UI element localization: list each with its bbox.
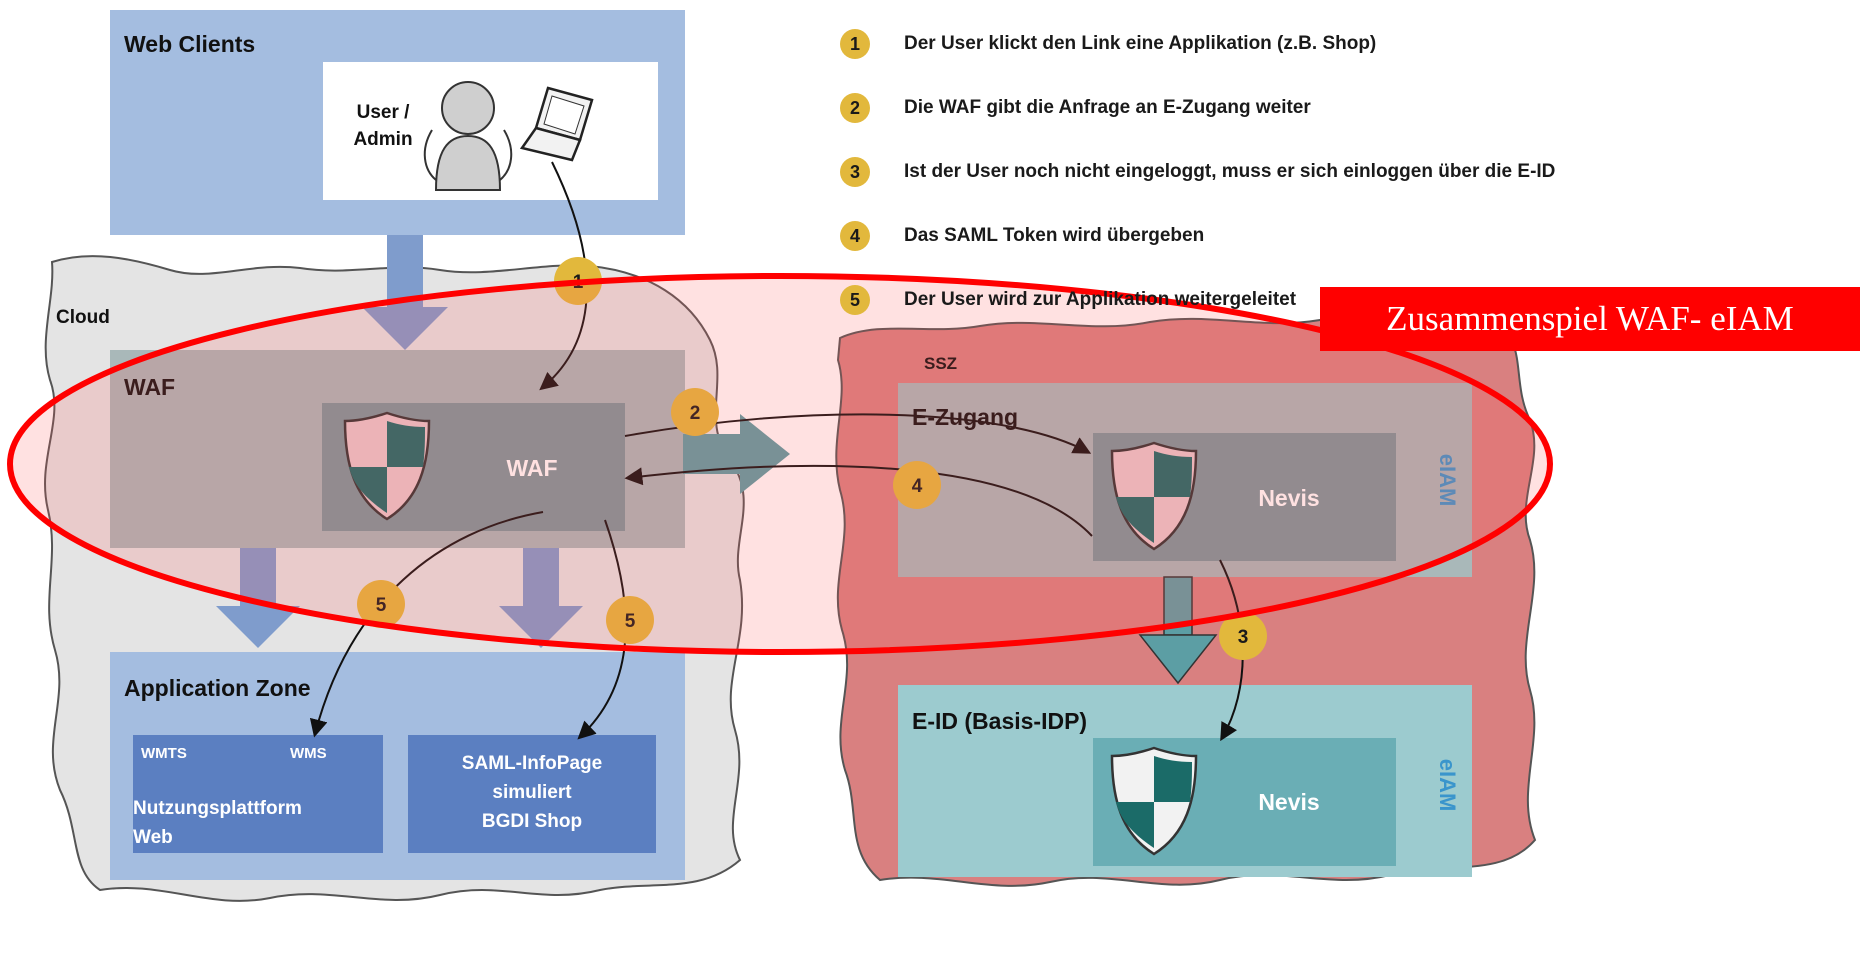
- eiam-top-label: eIAM: [1435, 454, 1460, 507]
- web-clients-label: Web Clients: [124, 31, 255, 57]
- saml-infopage-box: [408, 735, 656, 853]
- badge-5b: 5: [606, 596, 654, 644]
- laptop-icon: [519, 86, 594, 162]
- nevis-bottom-shield-icon: [1110, 746, 1198, 856]
- wms-label: WMS: [290, 745, 327, 762]
- legend-item-4: 4 Das SAML Token wird übergeben: [840, 204, 1740, 268]
- legend-text-5: Der User wird zur Applikation weitergele…: [904, 289, 1297, 310]
- saml-label-2: simuliert: [492, 782, 572, 803]
- legend-badge-4: 4: [840, 221, 870, 251]
- highlight-ellipse: [7, 273, 1553, 655]
- nutzungsplattform-label-1: Nutzungsplattform: [133, 798, 302, 819]
- badge-2: 2: [671, 388, 719, 436]
- legend-item-3: 3 Ist der User noch nicht eingeloggt, mu…: [840, 140, 1740, 204]
- legend-item-1: 1 Der User klickt den Link eine Applikat…: [840, 12, 1740, 76]
- svg-text:5: 5: [625, 611, 636, 632]
- cloud-label: Cloud: [56, 307, 110, 328]
- legend-item-2: 2 Die WAF gibt die Anfrage an E-Zugang w…: [840, 76, 1740, 140]
- svg-text:3: 3: [1238, 627, 1249, 648]
- legend-badge-2: 2: [840, 93, 870, 123]
- callout-label: Zusammenspiel WAF- eIAM: [1320, 287, 1860, 351]
- waf-box-label: WAF: [506, 455, 557, 481]
- arrow-waf-to-ezugang: [683, 414, 790, 494]
- legend: 1 Der User klickt den Link eine Applikat…: [840, 12, 1740, 332]
- saml-label-3: BGDI Shop: [482, 811, 582, 832]
- user-icon: [423, 81, 513, 191]
- waf-shield-icon: [343, 411, 431, 521]
- legend-badge-1: 1: [840, 29, 870, 59]
- svg-text:2: 2: [690, 403, 701, 424]
- legend-text-4: Das SAML Token wird übergeben: [904, 225, 1205, 246]
- svg-text:4: 4: [912, 476, 923, 497]
- svg-text:5: 5: [376, 595, 387, 616]
- wmts-label: WMTS: [141, 745, 187, 762]
- user-admin-label-2: Admin: [353, 129, 412, 150]
- legend-text-3: Ist der User noch nicht eingeloggt, muss…: [904, 161, 1556, 182]
- saml-label-1: SAML-InfoPage: [462, 753, 602, 774]
- waf-zone-label: WAF: [124, 374, 175, 400]
- legend-text-2: Die WAF gibt die Anfrage an E-Zugang wei…: [904, 97, 1311, 118]
- legend-text-1: Der User klickt den Link eine Applikatio…: [904, 33, 1377, 54]
- eiam-bottom-label: eIAM: [1435, 759, 1460, 812]
- arrow-webclients-to-waf: [362, 235, 448, 350]
- user-admin-label-1: User /: [357, 102, 411, 123]
- flow-arrow-5a: [309, 511, 544, 738]
- application-zone-label: Application Zone: [124, 675, 311, 701]
- nevis-top-label: Nevis: [1258, 485, 1319, 511]
- badge-5a: 5: [357, 580, 405, 628]
- legend-badge-3: 3: [840, 157, 870, 187]
- nevis-bottom-label: Nevis: [1258, 789, 1319, 815]
- arrow-waf-to-app-right: [499, 548, 583, 648]
- arrow-waf-to-app-left: [216, 548, 300, 648]
- nevis-top-shield-icon: [1110, 441, 1198, 551]
- ssz-label: SSZ: [924, 354, 957, 373]
- badge-4: 4: [893, 461, 941, 509]
- legend-badge-5: 5: [840, 285, 870, 315]
- badge-3: 3: [1219, 612, 1267, 660]
- legend-item-5: 5 Der User wird zur Applikation weiterge…: [840, 268, 1740, 332]
- nutzungsplattform-label-2: Web: [133, 827, 173, 848]
- nutzungsplattform-box: [133, 735, 383, 853]
- e-id-label: E-ID (Basis-IDP): [912, 708, 1087, 734]
